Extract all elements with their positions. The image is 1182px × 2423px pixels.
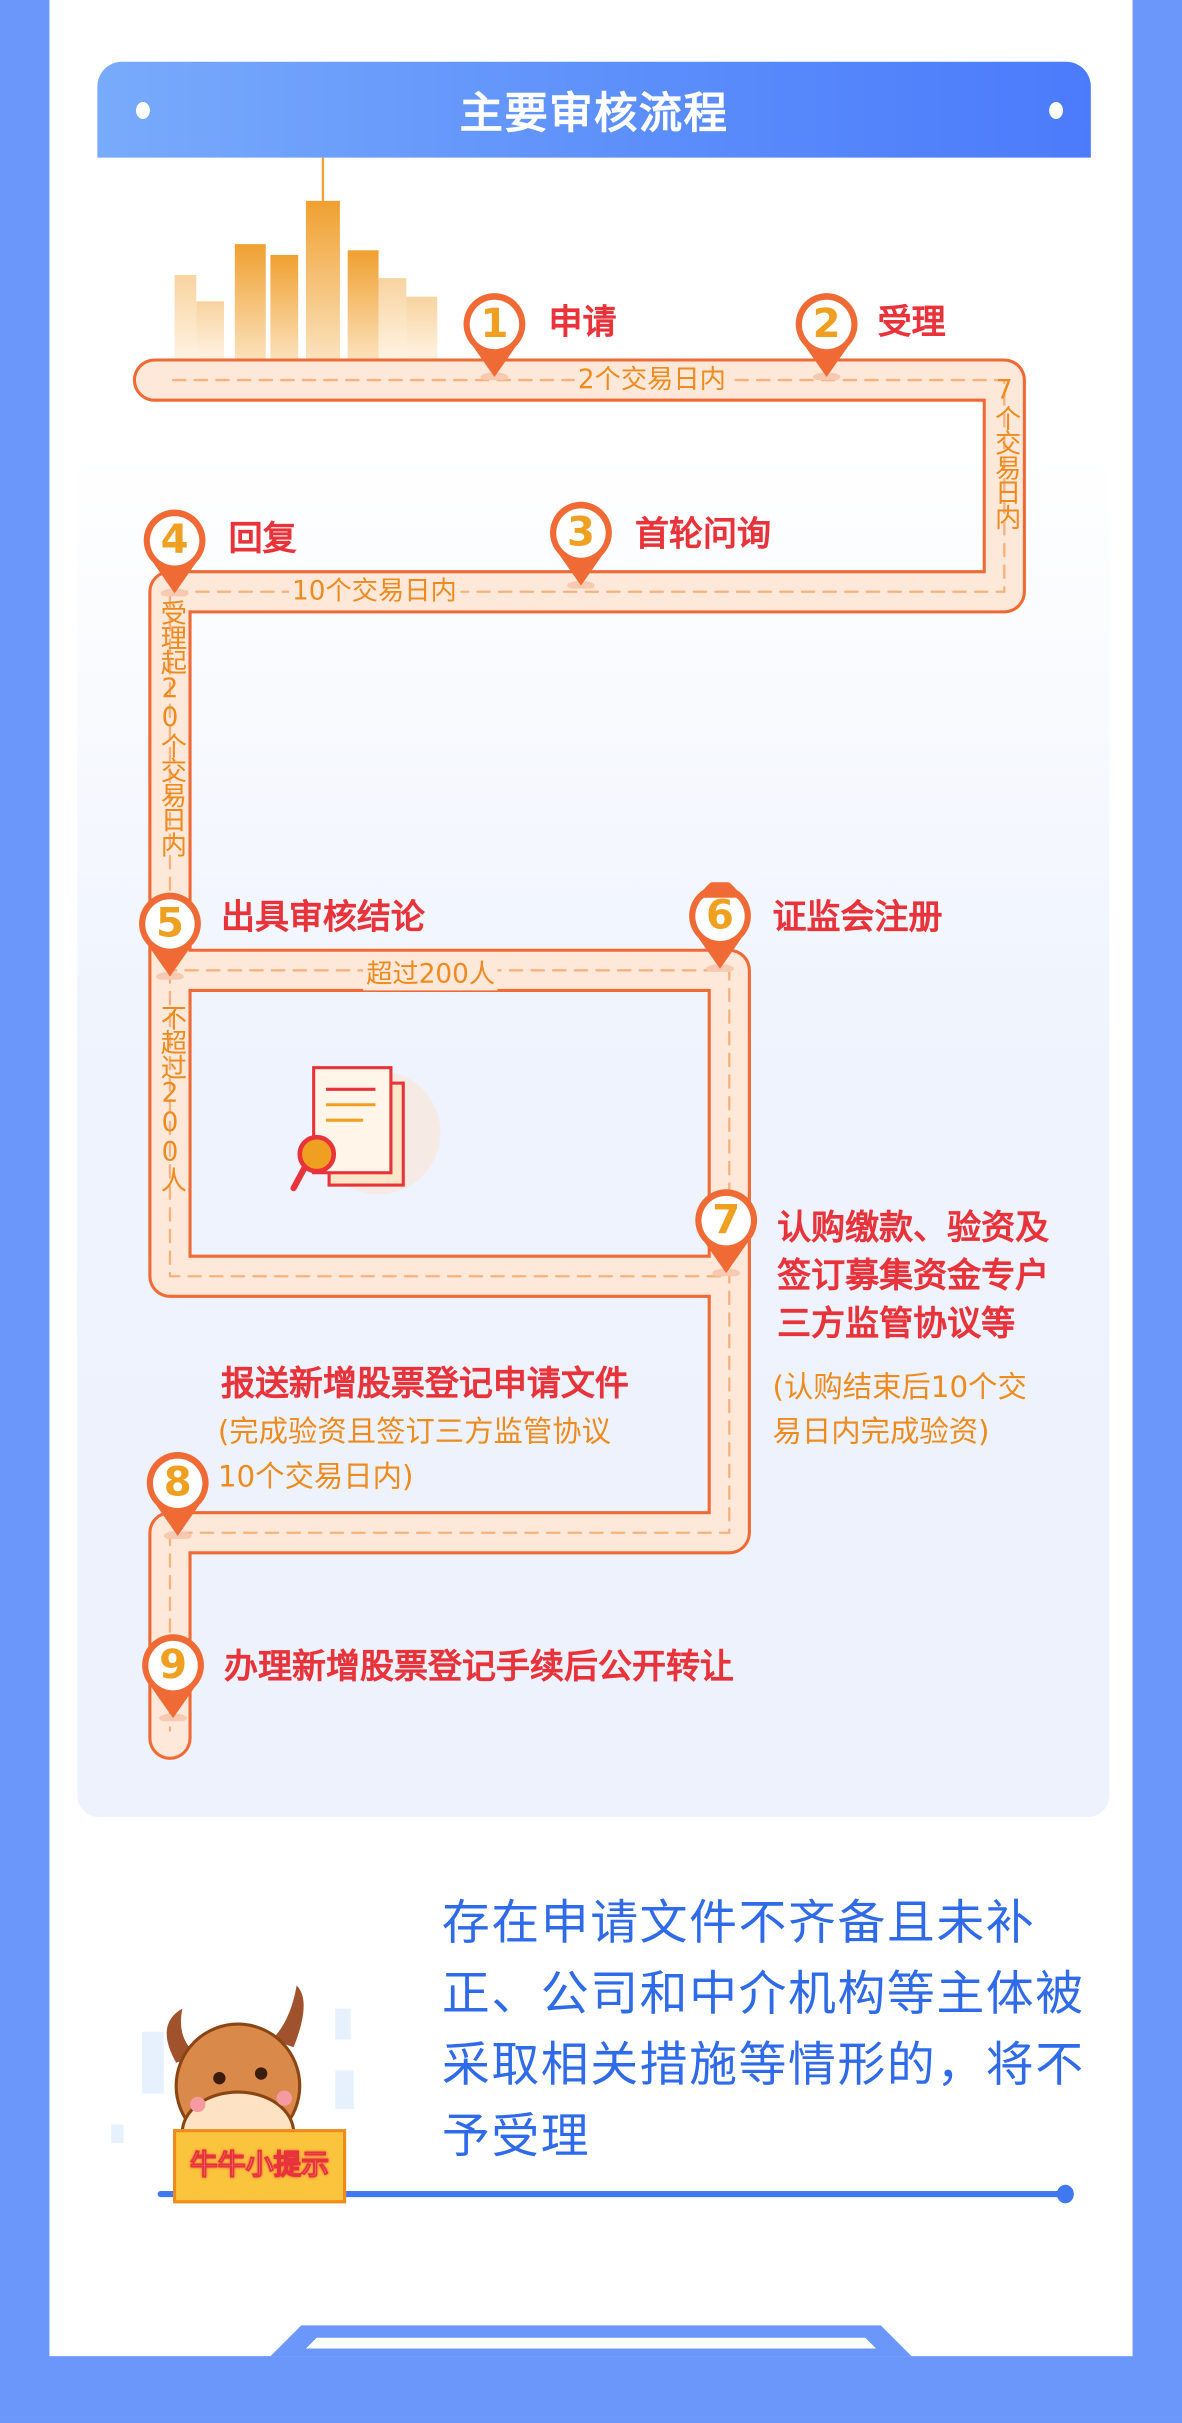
step-6-pin-marker: 6 bbox=[686, 882, 754, 972]
step-7-pin-marker: 7 bbox=[692, 1187, 760, 1277]
step-number: 9 bbox=[159, 1642, 188, 1689]
map-pin-icon bbox=[463, 293, 526, 381]
map-pin-icon bbox=[146, 1451, 209, 1539]
map-pin-icon bbox=[139, 892, 201, 980]
section-header: 主要审核流程 bbox=[97, 61, 1091, 158]
step-number: 7 bbox=[712, 1197, 741, 1244]
header-dot-right bbox=[1049, 101, 1064, 119]
flow-background bbox=[77, 448, 1110, 1818]
step-8-note: (完成验资且签订三方监管协议 10个交易日内) bbox=[218, 1411, 611, 1501]
step-number: 8 bbox=[163, 1460, 192, 1507]
path-label-step2-to-3: 7个交易日内 bbox=[988, 375, 1020, 529]
step-5-pin-marker: 5 bbox=[136, 890, 204, 980]
city-skyline-illustration bbox=[174, 157, 438, 361]
step-7-note: (认购结束后10个交 易日内完成验资) bbox=[773, 1366, 1027, 1456]
step-4-label: 回复 bbox=[228, 520, 297, 560]
step-6-label: 证监会注册 bbox=[772, 899, 943, 938]
map-pin-icon bbox=[695, 1189, 758, 1277]
step-number: 6 bbox=[706, 893, 734, 940]
step-7-note-line: 易日内完成验资) bbox=[772, 1415, 990, 1450]
step-5-label: 出具审核结论 bbox=[220, 899, 425, 938]
path-label-step1-to-2: 2个交易日内 bbox=[574, 364, 730, 396]
page-title: 主要审核流程 bbox=[459, 88, 729, 140]
map-pin-icon bbox=[142, 1634, 204, 1722]
bottom-frame bbox=[0, 2325, 1182, 2423]
step-7-label-line: 认购缴款、验资及 bbox=[777, 1209, 1050, 1249]
step-number: 2 bbox=[812, 301, 841, 348]
step-1-label: 申请 bbox=[548, 304, 617, 344]
path-label-step3-to-4: 10个交易日内 bbox=[288, 576, 460, 608]
header-dot-left bbox=[135, 101, 150, 119]
step-7-note-line: (认购结束后10个交 bbox=[772, 1370, 1027, 1405]
step-8-note-line: 10个交易日内) bbox=[217, 1460, 414, 1495]
map-pin-icon bbox=[689, 882, 751, 972]
step-7-label-line: 签订募集资金专户 bbox=[777, 1257, 1050, 1297]
map-pin-icon bbox=[795, 293, 858, 381]
step-3-pin-marker: 3 bbox=[547, 499, 615, 589]
step-2-label: 受理 bbox=[877, 304, 946, 344]
step-8-pin-marker: 8 bbox=[144, 1449, 212, 1539]
step-number: 3 bbox=[566, 509, 595, 557]
tip-divider-dot bbox=[1056, 2184, 1074, 2204]
map-pin-icon bbox=[550, 501, 612, 589]
step-1-pin-marker: 1 bbox=[460, 290, 528, 381]
path-label-step4-to-5: 受理起20个交易日内 bbox=[154, 599, 186, 856]
step-9-pin-marker: 9 bbox=[139, 1632, 207, 1722]
document-magnifier-icon bbox=[290, 1066, 441, 1195]
step-number: 1 bbox=[480, 301, 509, 348]
tip-text: 存在申请文件不齐备且未补正、公司和中介机构等主体被采取相关措施等情形的，将不予受… bbox=[441, 1895, 1085, 2165]
path-label-over-200: 超过200人 bbox=[363, 959, 499, 991]
step-number: 4 bbox=[160, 517, 189, 564]
step-8-note-line: (完成验资且签订三方监管协议 bbox=[217, 1415, 611, 1450]
step-2-pin-marker: 2 bbox=[793, 290, 861, 381]
step-9-label: 办理新增股票登记手续后公开转让 bbox=[224, 1648, 734, 1688]
step-7-label: 认购缴款、验资及 签订募集资金专户 三方监管协议等 bbox=[777, 1205, 1049, 1349]
step-3-label: 首轮问询 bbox=[635, 516, 772, 555]
step-7-label-line: 三方监管协议等 bbox=[777, 1305, 1016, 1345]
step-number: 5 bbox=[155, 900, 184, 948]
tip-divider-line bbox=[157, 2190, 1067, 2198]
tip-badge: 牛牛小提示 bbox=[173, 2129, 347, 2204]
step-8-label: 报送新增股票登记申请文件 bbox=[220, 1365, 629, 1405]
step-4-pin-marker: 4 bbox=[141, 507, 209, 597]
path-label-not-over-200: 不超过200人 bbox=[154, 1004, 186, 1192]
map-pin-icon bbox=[143, 509, 206, 597]
